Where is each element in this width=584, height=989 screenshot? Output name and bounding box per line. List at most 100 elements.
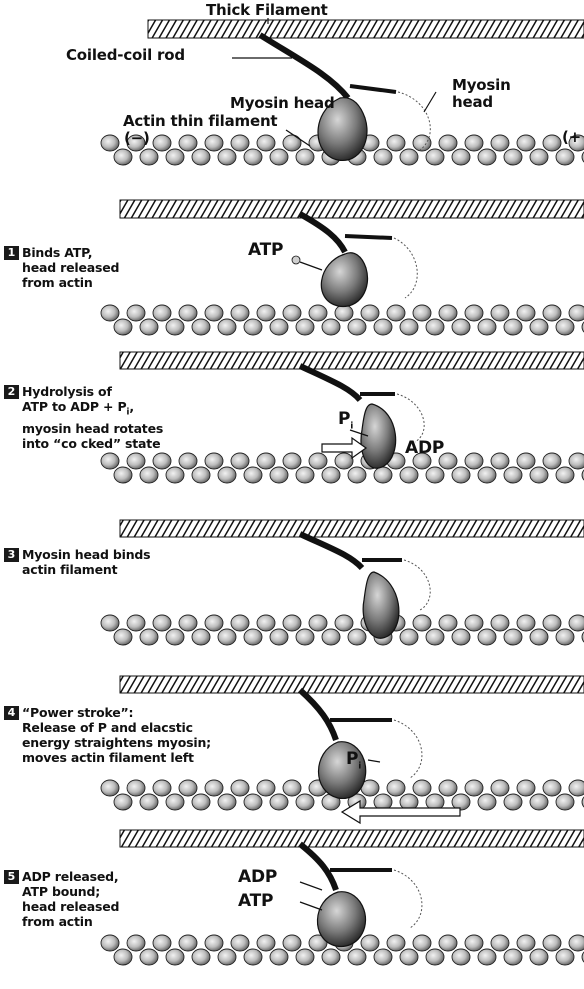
- actin-monomer: [192, 319, 210, 335]
- actin-monomer: [452, 149, 470, 165]
- actin-monomer: [322, 629, 340, 645]
- actin-monomer: [296, 629, 314, 645]
- actin-monomer: [374, 949, 392, 965]
- actin-monomer: [296, 467, 314, 483]
- actin-monomer: [179, 135, 197, 151]
- actin-monomer: [543, 780, 561, 796]
- actin-monomer: [530, 319, 548, 335]
- actin-monomer: [218, 794, 236, 810]
- myosin-head-2: [361, 404, 396, 468]
- actin-monomer: [491, 615, 509, 631]
- actin-monomer: [283, 135, 301, 151]
- label-thick-filament: Thick Filament: [206, 3, 328, 18]
- actin-monomer: [465, 305, 483, 321]
- coiled-coil-rod-1: [300, 214, 345, 252]
- actin-monomer: [114, 319, 132, 335]
- actin-monomer: [296, 149, 314, 165]
- actin-monomer: [478, 319, 496, 335]
- adp-pointer-5: [300, 882, 322, 890]
- label-p-4: Pi: [346, 752, 361, 774]
- myosin-neck-0: [350, 86, 396, 92]
- step-1-line-3: from actin: [22, 275, 119, 290]
- step-5-line-2: ATP bound;: [22, 884, 119, 899]
- actin-monomer: [244, 467, 262, 483]
- actin-monomer: [387, 935, 405, 951]
- actin-monomer: [400, 467, 418, 483]
- actin-monomer: [452, 467, 470, 483]
- step-5-line-4: from actin: [22, 914, 119, 929]
- actin-monomer: [504, 467, 522, 483]
- actin-monomer: [140, 629, 158, 645]
- actin-monomer: [465, 453, 483, 469]
- step-2-line-3: myosin head rotates: [22, 421, 163, 436]
- actin-monomer: [244, 794, 262, 810]
- coiled-coil-rod-5: [300, 844, 336, 890]
- actin-monomer: [569, 453, 584, 469]
- actin-monomer: [114, 794, 132, 810]
- actin-monomer: [335, 305, 353, 321]
- actin-monomer: [517, 135, 535, 151]
- actin-monomer: [140, 319, 158, 335]
- actin-monomer: [244, 629, 262, 645]
- actin-monomer: [309, 305, 327, 321]
- actin-monomer: [101, 305, 119, 321]
- actin-monomer: [114, 949, 132, 965]
- actin-monomer: [439, 935, 457, 951]
- step-5-line-1: ADP released,: [22, 869, 119, 884]
- actin-monomer: [218, 467, 236, 483]
- actin-monomer: [231, 135, 249, 151]
- actin-monomer: [283, 780, 301, 796]
- actin-monomer: [270, 467, 288, 483]
- actin-monomer: [309, 453, 327, 469]
- leader-myosin-head-right: [424, 92, 436, 112]
- actin-monomer: [543, 615, 561, 631]
- actin-monomer: [530, 149, 548, 165]
- leader-p-4: [368, 760, 380, 762]
- thick-filament-bar-6: [120, 830, 584, 847]
- actin-monomer: [374, 149, 392, 165]
- actin-monomer: [179, 453, 197, 469]
- ghost-myosin-head-4: [394, 720, 422, 778]
- label-atp-5: ATP: [238, 894, 273, 909]
- actin-monomer: [491, 780, 509, 796]
- actin-monomer: [218, 629, 236, 645]
- step-text-4: “Power stroke”: Release of P and elacsti…: [22, 705, 211, 765]
- actin-monomer: [491, 935, 509, 951]
- actin-monomer: [465, 935, 483, 951]
- actin-monomer: [387, 780, 405, 796]
- actin-monomer: [270, 149, 288, 165]
- actin-monomer: [530, 629, 548, 645]
- actin-monomer: [387, 305, 405, 321]
- step-2-line-4: into “co cked” state: [22, 436, 163, 451]
- actin-monomer: [114, 629, 132, 645]
- myosin-head-1: [321, 253, 367, 307]
- actin-monomer: [439, 305, 457, 321]
- label-p-2: Pi: [338, 412, 353, 434]
- actin-monomer: [166, 319, 184, 335]
- thick-filament-bar-2: [120, 200, 584, 218]
- ghost-myosin-head-2: [397, 394, 424, 442]
- actin-monomer: [283, 305, 301, 321]
- actin-monomer: [348, 949, 366, 965]
- step-4-line-3: energy straightens myosin;: [22, 735, 211, 750]
- actin-monomer: [114, 467, 132, 483]
- actin-monomer: [283, 453, 301, 469]
- actin-monomer: [556, 949, 574, 965]
- actin-monomer: [387, 135, 405, 151]
- actin-monomer: [517, 305, 535, 321]
- actin-monomer: [465, 780, 483, 796]
- actin-monomer: [556, 319, 574, 335]
- actin-monomer: [127, 615, 145, 631]
- step-4-line-4: moves actin filament left: [22, 750, 211, 765]
- actin-monomer: [166, 149, 184, 165]
- actin-monomer: [426, 319, 444, 335]
- actin-monomer: [257, 453, 275, 469]
- step-text-3: Myosin head binds actin filament: [22, 547, 150, 577]
- actin-monomer: [478, 467, 496, 483]
- actin-monomer: [543, 305, 561, 321]
- step-badge-3: 3: [4, 548, 19, 562]
- actin-monomer: [101, 615, 119, 631]
- actin-monomer: [153, 453, 171, 469]
- actin-monomer: [140, 467, 158, 483]
- actin-monomer: [192, 629, 210, 645]
